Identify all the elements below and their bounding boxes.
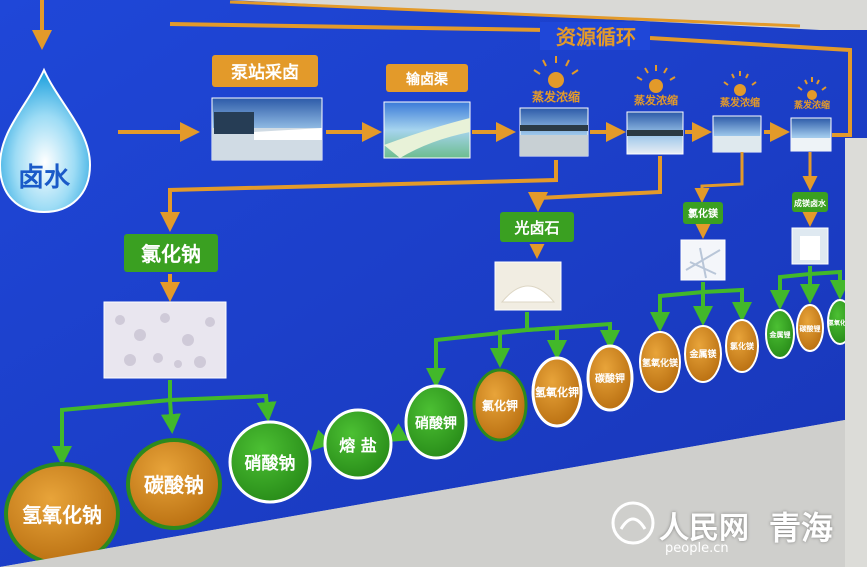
step-canal-label-box — [386, 64, 468, 92]
mgcl-flakes-photo — [680, 239, 726, 281]
product-na2co3 — [126, 438, 222, 530]
product-kcl — [472, 368, 528, 442]
source-label: 卤水 — [18, 163, 71, 193]
step-evap1-label: 蒸发浓缩 — [532, 89, 580, 104]
intermediate-carnallite-label: 光卤石 — [513, 219, 559, 237]
intermediate-nacl-label: 氯化钠 — [141, 242, 201, 266]
svg-text:氢氧化钾: 氢氧化钾 — [535, 385, 579, 399]
watermark-brand: 人民网 — [659, 511, 749, 546]
svg-text:硝酸钠: 硝酸钠 — [245, 453, 296, 474]
product-nano3 — [228, 420, 312, 504]
watermark-region: 青海 — [769, 509, 834, 547]
step-evap3-label: 蒸发浓缩 — [720, 96, 760, 109]
svg-text:硝酸钾: 硝酸钾 — [415, 415, 457, 432]
product-mgoh — [639, 331, 681, 393]
intermediate-nacl-box — [124, 234, 218, 272]
step-pump-label-box — [212, 55, 318, 87]
product-li2co3 — [796, 304, 824, 352]
intermediate-carnallite-box — [500, 212, 574, 242]
product-li-metal — [765, 309, 795, 359]
product-kno3 — [404, 384, 468, 460]
pump-station-photo — [211, 97, 323, 161]
brine-drop-icon — [0, 67, 92, 214]
product-molten-salt — [323, 408, 393, 480]
evaporation-pond-photo-3 — [712, 115, 762, 153]
cycle-label-box — [540, 22, 650, 50]
svg-text:氢氧化锂: 氢氧化锂 — [828, 319, 852, 327]
svg-text:金属锂: 金属锂 — [769, 330, 791, 339]
watermark-domain: people.cn — [665, 541, 729, 556]
brine-bottle-photo — [791, 227, 829, 265]
step-evap2-label: 蒸发浓缩 — [634, 93, 678, 107]
evaporation-pond-photo-4 — [790, 117, 832, 152]
svg-text:氢氧化镁: 氢氧化镁 — [642, 357, 679, 369]
intermediate-mgcl-label: 氯化镁 — [688, 207, 718, 220]
product-mgcl — [725, 319, 759, 373]
product-koh — [531, 356, 583, 428]
svg-text:碳酸锂: 碳酸锂 — [800, 324, 821, 333]
intermediate-mgcl-box — [683, 202, 723, 224]
salt-crystal-photo — [103, 301, 227, 379]
intermediate-oldbrine-box — [792, 192, 828, 212]
step-canal-label: 输卤渠 — [406, 71, 449, 88]
watermark: 人民网 青海 people.cn — [609, 497, 849, 557]
brine-canal-photo — [383, 101, 471, 159]
svg-text:氯化镁: 氯化镁 — [730, 341, 754, 351]
product-k2co3 — [586, 344, 634, 412]
svg-text:金属镁: 金属镁 — [688, 348, 717, 360]
svg-text:氢氧化钠: 氢氧化钠 — [22, 503, 102, 527]
svg-text:碳酸钠: 碳酸钠 — [144, 473, 204, 497]
carnallite-photo — [494, 261, 562, 311]
product-mg-metal — [684, 325, 722, 383]
step-pump-label: 泵站采卤 — [231, 62, 299, 83]
evaporation-pond-photo-1 — [519, 107, 589, 157]
step-evap4-label: 蒸发浓缩 — [794, 99, 830, 111]
sun-icon — [533, 56, 827, 100]
svg-text:氯化钾: 氯化钾 — [482, 398, 518, 413]
people-logo-icon — [611, 501, 655, 545]
intermediate-oldbrine-label: 成镁卤水 — [794, 198, 827, 208]
cycle-label: 资源循环 — [556, 25, 636, 49]
product-circles: 氢氧化钠 碳酸钠 硝酸钠 熔 盐 硝酸钾 氯化钾 氢氧化钾 碳酸钾 氢氧化镁 金… — [4, 299, 853, 566]
evaporation-pond-photo-2 — [626, 111, 684, 155]
svg-text:碳酸钾: 碳酸钾 — [595, 372, 625, 385]
svg-text:熔 盐: 熔 盐 — [339, 436, 377, 455]
